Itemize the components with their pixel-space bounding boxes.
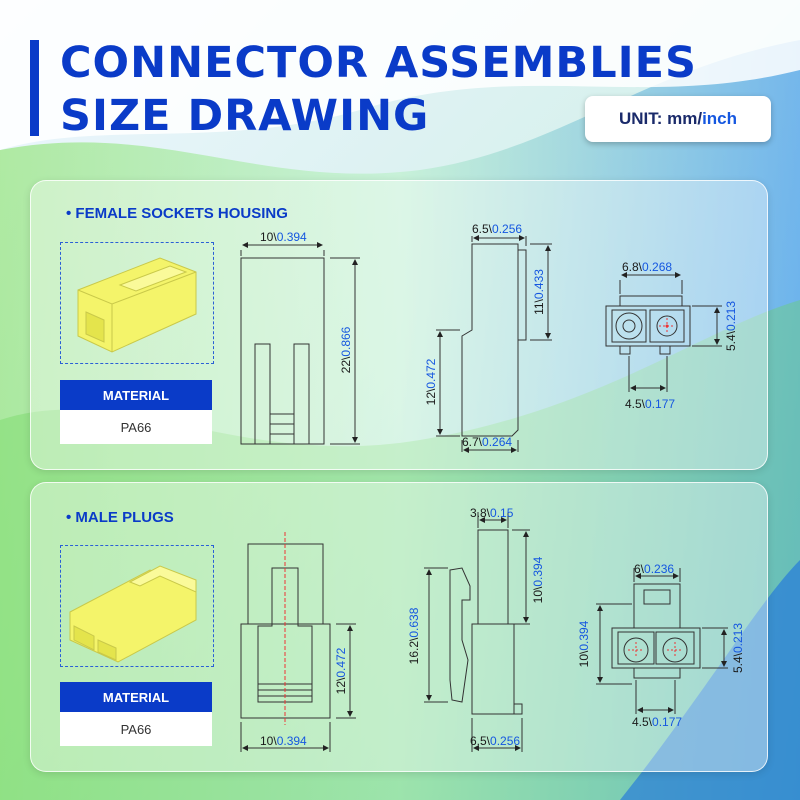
male-side-view [424,512,530,752]
female-material-header: MATERIAL [60,380,212,410]
female-side-upper-label: 11\0.433 [532,269,546,315]
female-side-view [436,235,552,453]
female-photo-frame [60,242,214,364]
male-front-view [240,532,356,752]
title-accent-bar [30,40,39,136]
male-photo-frame [60,545,214,667]
male-side-top-label: 3.8\0.15 [470,506,514,520]
female-end-pitch-label: 4.5\0.177 [625,397,675,411]
page-title-line1: CONNECTOR ASSEMBLIES [60,38,697,88]
female-socket-photo [77,257,197,353]
female-side-bottom-label: 6.7\0.264 [462,435,512,449]
male-front-width-label: 10\0.394 [260,734,307,748]
male-side-total-label: 16.2\0.638 [407,607,421,664]
male-material-header: MATERIAL [60,682,212,712]
male-end-width-label: 6\0.236 [634,562,674,576]
female-front-view [240,242,360,445]
male-end-height-left-label: 10\0.394 [577,620,591,667]
male-side-bottom-label: 6.5\0.256 [470,734,520,748]
male-material-value: PA66 [60,712,212,746]
male-end-view [596,568,728,714]
unit-inch: inch [702,109,738,128]
unit-prefix: UNIT: mm/ [618,109,703,128]
female-side-lower-label: 12\0.472 [424,358,438,405]
male-plug-photo [69,565,197,663]
male-side-upper-label: 10\0.394 [531,556,545,603]
male-front-height-label: 12\0.472 [334,647,348,694]
male-end-pitch-label: 4.5\0.177 [632,715,682,729]
female-end-view [605,272,722,392]
male-end-height-right-label: 5.4\0.213 [731,623,745,673]
male-section-label: • MALE PLUGS [66,509,174,526]
female-end-height-label: 5.4\0.213 [724,301,738,351]
unit-badge: UNIT: mm/inch [585,96,771,142]
female-section-label: • FEMALE SOCKETS HOUSING [66,205,288,222]
page-title-line2: SIZE DRAWING [60,91,430,141]
female-side-top-label: 6.5\0.256 [472,222,522,236]
female-material-value: PA66 [60,410,212,444]
female-end-width-label: 6.8\0.268 [622,260,672,274]
female-front-width-label: 10\0.394 [260,230,307,244]
female-front-height-label: 22\0.866 [339,326,353,373]
